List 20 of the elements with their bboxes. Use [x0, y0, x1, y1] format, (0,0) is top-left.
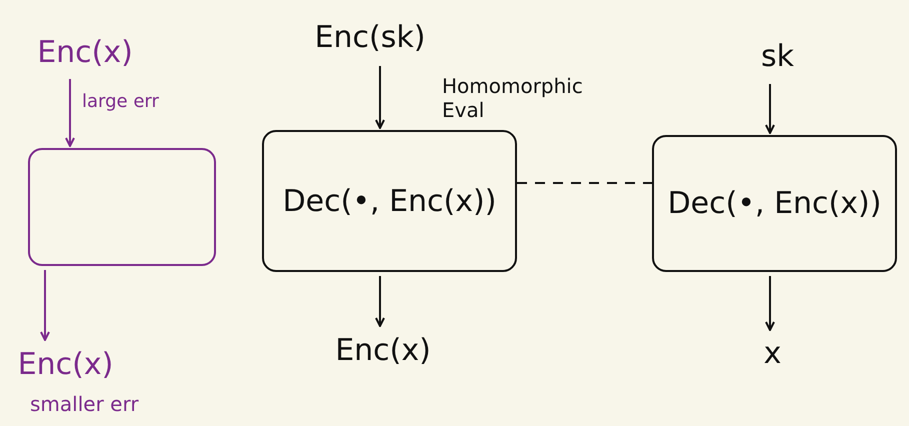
arrow [375, 66, 385, 129]
arrow [40, 270, 50, 341]
arrow [765, 276, 775, 331]
dashed-line [517, 182, 652, 184]
box-label: Dec(•, Enc(x)) [668, 186, 882, 221]
edge-label: large err [82, 90, 159, 112]
node-label: Enc(x) [37, 35, 133, 70]
node-label: sk [760, 38, 794, 74]
side-note: Homomorphic Eval [442, 74, 584, 122]
arrow [375, 276, 385, 327]
box-label: Dec(•, Enc(x)) [282, 184, 496, 218]
node-label: Enc(x) [335, 333, 431, 368]
arrow [65, 79, 75, 147]
process-box [652, 135, 897, 272]
empty-box [28, 148, 216, 266]
node-label: Enc(sk) [314, 20, 426, 54]
node-label: Enc(x) [18, 347, 114, 382]
node-label: x [764, 336, 782, 370]
arrow [765, 84, 775, 134]
side-note: smaller err [30, 392, 139, 416]
